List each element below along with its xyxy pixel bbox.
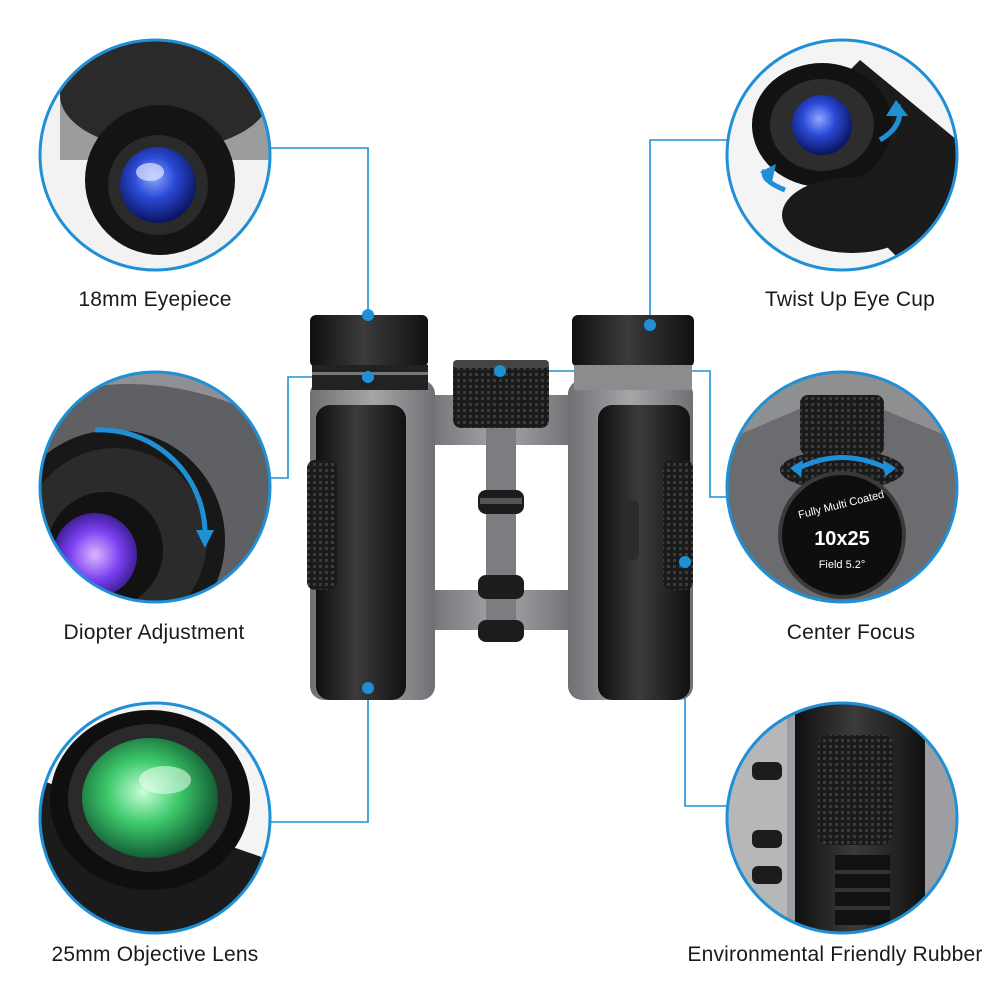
label-eye-cup: Twist Up Eye Cup	[764, 288, 936, 311]
dot-eyecup	[644, 319, 656, 331]
binoculars-image	[307, 309, 694, 700]
badge-field: Field 5.2°	[819, 559, 866, 571]
dot-focus	[494, 365, 506, 377]
rubber-grip-closeup	[725, 701, 959, 935]
dot-diopter	[362, 371, 374, 383]
label-center-focus: Center Focus	[786, 621, 916, 644]
dot-rubber	[679, 556, 691, 568]
diopter-closeup	[38, 370, 272, 604]
bridge-center-bar	[486, 428, 516, 638]
focus-knob	[453, 360, 549, 428]
left-grip	[307, 460, 337, 590]
label-objective: 25mm Objective Lens	[51, 943, 259, 966]
right-ring	[574, 365, 692, 390]
objective-lens-closeup	[38, 701, 272, 935]
label-eyepiece: 18mm Eyepiece	[78, 288, 232, 311]
right-grip	[663, 460, 693, 590]
connector-eyepiece	[270, 147, 369, 315]
label-rubber: Environmental Friendly Rubber	[687, 943, 983, 966]
label-diopter: Diopter Adjustment	[63, 621, 245, 644]
left-black-body	[316, 405, 406, 700]
rotate-arrow-icon	[94, 427, 208, 541]
center-focus-closeup: Fully Multi Coated 10x25 Field 5.2°	[725, 370, 959, 604]
right-eyecup	[572, 315, 694, 367]
badge-magnification: 10x25	[814, 528, 870, 550]
eyepiece-closeup	[38, 38, 272, 272]
focus-badge	[778, 471, 906, 599]
dot-objective	[362, 682, 374, 694]
connector-eyecup	[649, 139, 730, 325]
dot-eyepiece	[362, 309, 374, 321]
left-eyecup	[310, 315, 428, 367]
eye-cup-closeup	[725, 38, 959, 272]
hinge-pin-lower	[478, 575, 524, 599]
connector-objective	[270, 688, 369, 823]
